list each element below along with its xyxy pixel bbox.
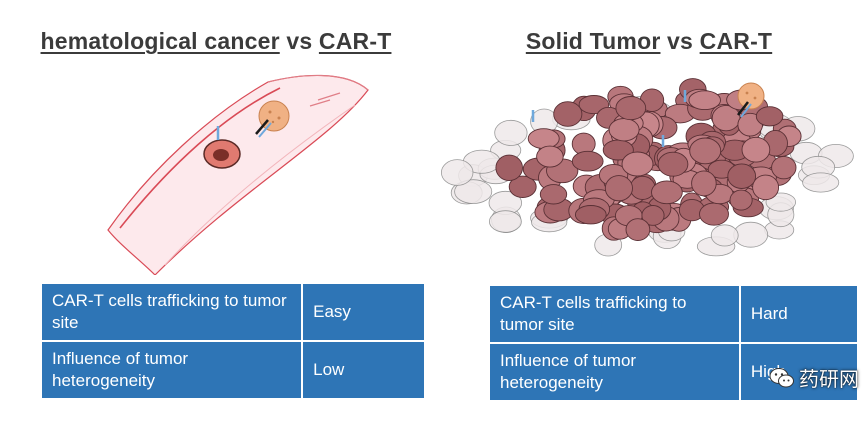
watermark: 药研网 <box>769 363 859 392</box>
title-vs: vs <box>279 28 319 54</box>
heterogeneity-label: Influence of tumor heterogeneity <box>39 340 304 400</box>
tumor-mass-illustration <box>441 78 854 257</box>
solid-tumor-title: Solid Tumor vs CAR-T <box>433 28 865 55</box>
hematological-panel: hematological cancer vs CAR-T <box>0 0 432 422</box>
trafficking-value: Hard <box>738 284 860 344</box>
car-t-cell-icon <box>255 100 290 138</box>
heterogeneity-value: Low <box>301 340 426 400</box>
title-car-t: CAR-T <box>318 28 392 54</box>
wechat-icon <box>769 367 794 387</box>
table-row: CAR-T cells trafficking to tumor site Ha… <box>488 284 860 344</box>
blood-vessel-icon <box>107 74 369 275</box>
table-row: Influence of tumor heterogeneity Low <box>39 340 426 400</box>
tumor-mass-icon <box>441 78 854 257</box>
solid-tumor-panel: Solid Tumor vs CAR-T CAR-T cells traffic… <box>433 0 865 422</box>
trafficking-label: CAR-T cells trafficking to tumor site <box>488 284 741 344</box>
cancer-cell-icon <box>203 126 241 169</box>
heterogeneity-label: Influence of tumor heterogeneity <box>488 342 741 402</box>
title-hematological-cancer: hematological cancer <box>40 28 280 54</box>
trafficking-value: Easy <box>301 282 426 342</box>
title-car-t: CAR-T <box>699 28 773 54</box>
table-row: Influence of tumor heterogeneity High <box>488 342 860 402</box>
watermark-text: 药研网 <box>799 367 859 391</box>
blood-vessel-illustration <box>107 74 369 275</box>
table-row: CAR-T cells trafficking to tumor site Ea… <box>39 282 426 342</box>
hematological-properties-table: CAR-T cells trafficking to tumor site Ea… <box>39 282 426 400</box>
title-vs: vs <box>660 28 700 54</box>
car-t-cell-icon <box>737 82 765 118</box>
solid-tumor-properties-table: CAR-T cells trafficking to tumor site Ha… <box>488 284 860 402</box>
trafficking-label: CAR-T cells trafficking to tumor site <box>39 282 304 342</box>
title-solid-tumor: Solid Tumor <box>525 28 661 54</box>
hematological-title: hematological cancer vs CAR-T <box>0 28 432 55</box>
heterogeneity-value: High <box>738 342 860 402</box>
